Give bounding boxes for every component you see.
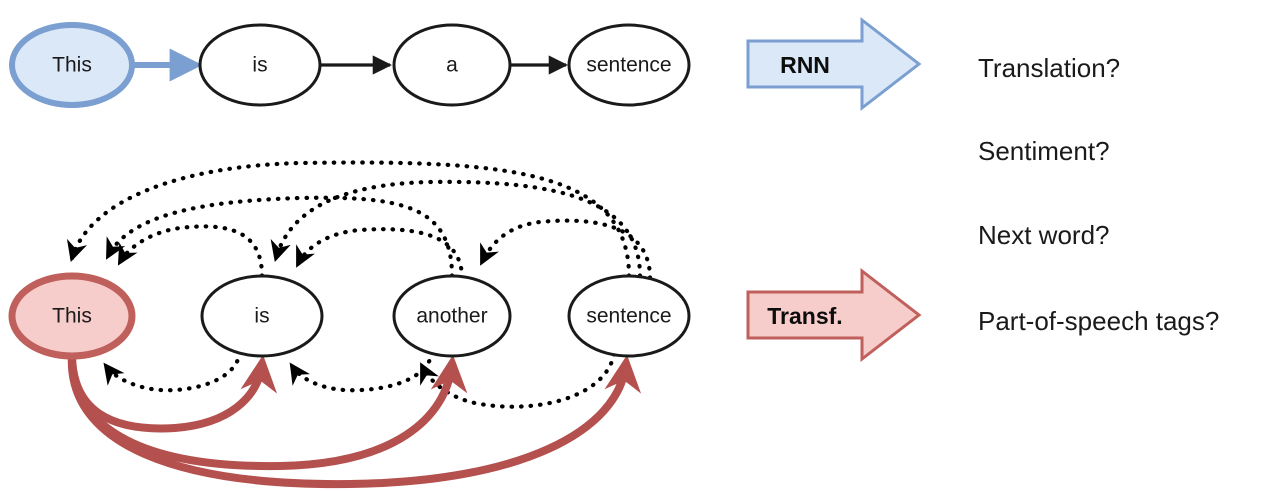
tf-node-sentence-label: sentence — [586, 305, 671, 328]
tf-node-another-label: another — [416, 305, 487, 328]
rnn-node-a[interactable]: a — [392, 23, 512, 107]
attention-arc-sentence-is — [270, 179, 643, 279]
rnn-node-this-shape — [9, 22, 135, 108]
attention-arc-another-is — [295, 227, 465, 281]
tf-node-another-shape — [392, 274, 512, 358]
attention-arc-another-this — [105, 195, 455, 279]
rnn-node-sentence-label: sentence — [586, 54, 671, 77]
attention-arcs-below — [103, 349, 617, 409]
rnn-node-a-shape — [392, 23, 512, 107]
tf-node-is-shape — [200, 274, 324, 358]
tf-node-this-label: This — [52, 305, 92, 328]
rnn-node-sentence[interactable]: sentence — [567, 23, 691, 107]
tf-node-this-shape — [8, 272, 136, 360]
highlight-curve-this-sentence — [67, 350, 642, 489]
tf-node-sentence-shape — [567, 274, 691, 358]
rnn-arrow[interactable]: RNN — [746, 16, 922, 112]
tf-node-is-label: is — [254, 305, 269, 328]
rnn-node-is-label: is — [252, 54, 267, 77]
attention-arc-below-another-is — [289, 349, 435, 393]
rnn-node-this[interactable]: This — [9, 22, 135, 108]
task-pos-tags: Part-of-speech tags? — [978, 306, 1219, 336]
rnn-sequence-group: This is a sentence — [9, 22, 691, 108]
tf-node-sentence[interactable]: sentence — [567, 274, 691, 358]
task-list: Translation? Sentiment? Next word? Part-… — [978, 53, 1219, 336]
attention-arc-below-is-this — [103, 349, 243, 393]
rnn-node-is[interactable]: is — [198, 23, 322, 107]
rnn-node-sentence-shape — [567, 23, 691, 107]
rnn-arrow-label: RNN — [780, 52, 830, 78]
transformer-arrow[interactable]: Transf. — [746, 267, 922, 363]
transformer-arrow-label: Transf. — [767, 303, 842, 329]
highlight-curves-from-this — [67, 350, 642, 489]
transformer-arrow-shape — [746, 267, 922, 363]
rnn-node-is-shape — [198, 23, 322, 107]
rnn-node-a-label: a — [446, 54, 458, 77]
tf-node-is[interactable]: is — [200, 274, 324, 358]
task-next-word: Next word? — [978, 220, 1110, 250]
tf-node-another[interactable]: another — [392, 274, 512, 358]
attention-arc-is-this — [117, 224, 265, 279]
attention-arcs-above — [66, 160, 653, 281]
task-translation: Translation? — [978, 53, 1120, 83]
task-sentiment: Sentiment? — [978, 136, 1110, 166]
rnn-node-this-label: This — [52, 54, 92, 77]
transformer-sequence-group: This is another sentence — [8, 160, 691, 489]
tf-node-this[interactable]: This — [8, 272, 136, 360]
rnn-arrow-shape — [746, 16, 922, 112]
